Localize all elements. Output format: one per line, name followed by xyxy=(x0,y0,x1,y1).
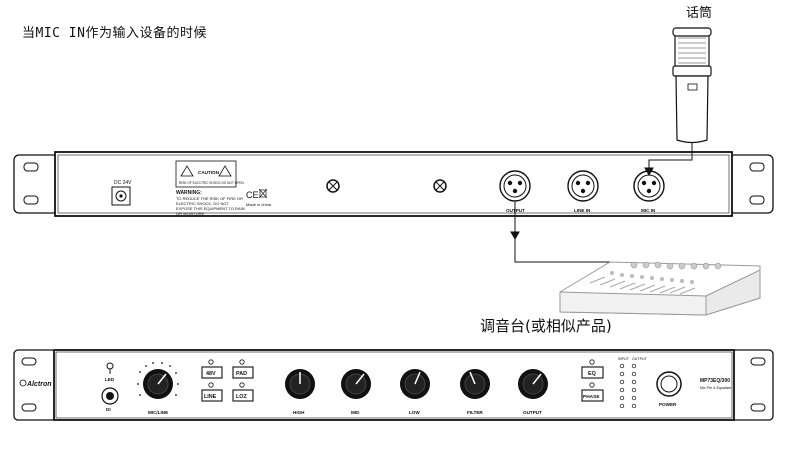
48v-button[interactable] xyxy=(201,366,223,379)
warning-title: WARNING: xyxy=(176,190,202,196)
eq-button[interactable] xyxy=(581,366,604,379)
warning-line: ELECTRIC SHOCK, DO NOT xyxy=(176,201,229,206)
meter-input-label: INPUT xyxy=(618,357,630,361)
meter-output-label: OUTPUT xyxy=(632,357,648,361)
low-eq-knob[interactable] xyxy=(400,369,430,399)
caution-text: CAUTION xyxy=(198,170,220,175)
power-label: POWER xyxy=(659,402,677,407)
model-subtitle: Mic Pre & Equalizer xyxy=(700,386,732,390)
output-cable xyxy=(510,202,610,263)
di-input-jack[interactable] xyxy=(101,387,119,405)
power-button[interactable] xyxy=(656,371,682,397)
mixer-label: 调音台(或相似产品) xyxy=(480,317,612,335)
microphone-label: 话筒 xyxy=(686,6,713,21)
caution-subtext: RISK OF ELECTRIC SHOCK DO NOT OPEN xyxy=(179,181,244,185)
front-panel: Alctron LED DI MIC/LINE xyxy=(13,349,774,421)
mic-line-gain-knob[interactable] xyxy=(137,362,179,399)
knob-label-mid: MID xyxy=(351,410,360,415)
mic-in-xlr-jack[interactable] xyxy=(633,170,665,202)
pad-button[interactable] xyxy=(232,366,254,379)
led-indicator xyxy=(106,362,114,374)
dc-label: DC 24V xyxy=(114,180,132,186)
knob-label-high: HIGH xyxy=(293,410,305,415)
filter-knob[interactable] xyxy=(460,369,490,399)
phase-button[interactable] xyxy=(581,389,604,402)
mic-cable xyxy=(644,142,693,177)
knob-label-mic-line: MIC/LINE xyxy=(148,410,168,415)
knob-label-output: OUTPUT xyxy=(523,410,542,415)
pad-button-label: PAD xyxy=(236,371,247,377)
level-meter xyxy=(619,363,637,409)
warning-line: OR MOISTURE xyxy=(176,211,205,216)
recycle-bin-icon xyxy=(258,188,268,199)
line-button-label: LINE xyxy=(204,394,217,400)
brand-name: Alctron xyxy=(26,381,52,388)
model-name: MP73EQ/300 xyxy=(700,378,730,384)
made-in-label: Made in china xyxy=(246,202,272,207)
page-title: 当MIC IN作为输入设备的时候 xyxy=(22,26,207,41)
loz-button[interactable] xyxy=(232,389,254,402)
line-in-jack-label: LINE IN xyxy=(574,208,591,213)
output-xlr-jack[interactable] xyxy=(499,170,531,202)
back-panel: DC 24V CAUTION RISK OF ELECTRIC SHOCK DO… xyxy=(13,151,774,217)
48v-button-label: 48V xyxy=(206,371,216,377)
led-label: LED xyxy=(105,377,115,382)
loz-button-label: LOZ xyxy=(236,394,247,400)
phase-button-label: PHASE xyxy=(583,394,600,400)
mixer-illustration xyxy=(559,261,761,316)
mid-frequency-knob[interactable] xyxy=(341,369,371,399)
output-level-knob[interactable] xyxy=(518,369,548,399)
screw-icon xyxy=(433,179,447,193)
ce-mark: CE xyxy=(246,190,259,200)
knob-label-filter: FILTER xyxy=(467,410,483,415)
di-label: DI xyxy=(106,407,111,412)
output-jack-label: OUTPUT xyxy=(506,208,525,213)
line-button[interactable] xyxy=(201,389,223,402)
warning-line: EXPOSE THIS EQUIPMENT TO RAIN xyxy=(176,206,245,211)
knob-label-low: LOW xyxy=(409,410,420,415)
high-eq-knob[interactable] xyxy=(285,369,315,399)
microphone-illustration xyxy=(672,27,712,144)
line-in-xlr-jack[interactable] xyxy=(567,170,599,202)
eq-button-label: EQ xyxy=(588,371,596,377)
screw-icon xyxy=(326,179,340,193)
warning-line: TO REDUCE THE RISK OF FIRE OR xyxy=(176,196,243,201)
mic-in-jack-label: MIC IN xyxy=(641,208,656,213)
alctron-logo: Alctron xyxy=(19,379,52,388)
